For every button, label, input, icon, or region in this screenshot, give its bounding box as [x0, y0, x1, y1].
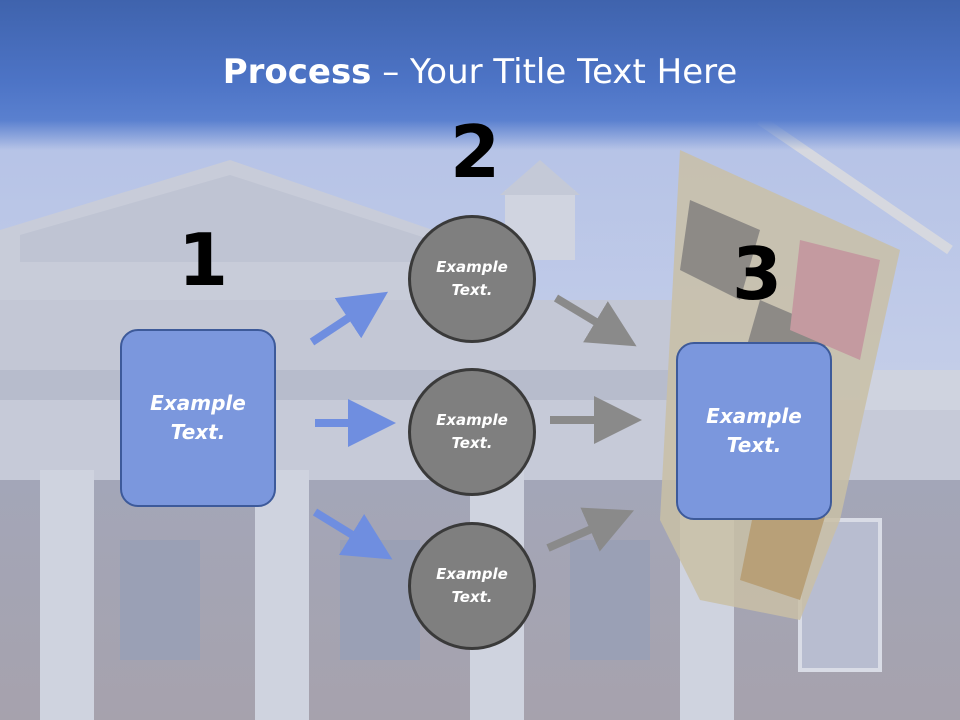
circle-bottom: Example Text. — [408, 522, 536, 650]
circle-middle-label: Example Text. — [436, 411, 508, 452]
title-rest: – Your Title Text Here — [371, 52, 738, 92]
arrow-left-to-bottom — [312, 508, 393, 560]
circle-top: Example Text. — [408, 215, 536, 343]
left-box-label: Example Text. — [150, 391, 246, 444]
arrow-top-to-right — [553, 294, 637, 347]
right-box: Example Text. — [676, 342, 832, 520]
title-band — [0, 0, 960, 150]
step-number-1: 1 — [178, 218, 229, 302]
circle-bottom-label: Example Text. — [436, 565, 508, 606]
arrow-bottom-to-right — [546, 507, 634, 552]
step-number-2: 2 — [450, 110, 501, 194]
step-number-3: 3 — [732, 232, 783, 316]
circle-top-label: Example Text. — [436, 258, 508, 299]
arrow-left-to-top — [309, 291, 389, 346]
slide-title: Process – Your Title Text Here — [0, 52, 960, 92]
title-bold: Process — [222, 52, 372, 92]
circle-middle: Example Text. — [408, 368, 536, 496]
left-box: Example Text. — [120, 329, 276, 507]
right-box-label: Example Text. — [706, 404, 802, 457]
